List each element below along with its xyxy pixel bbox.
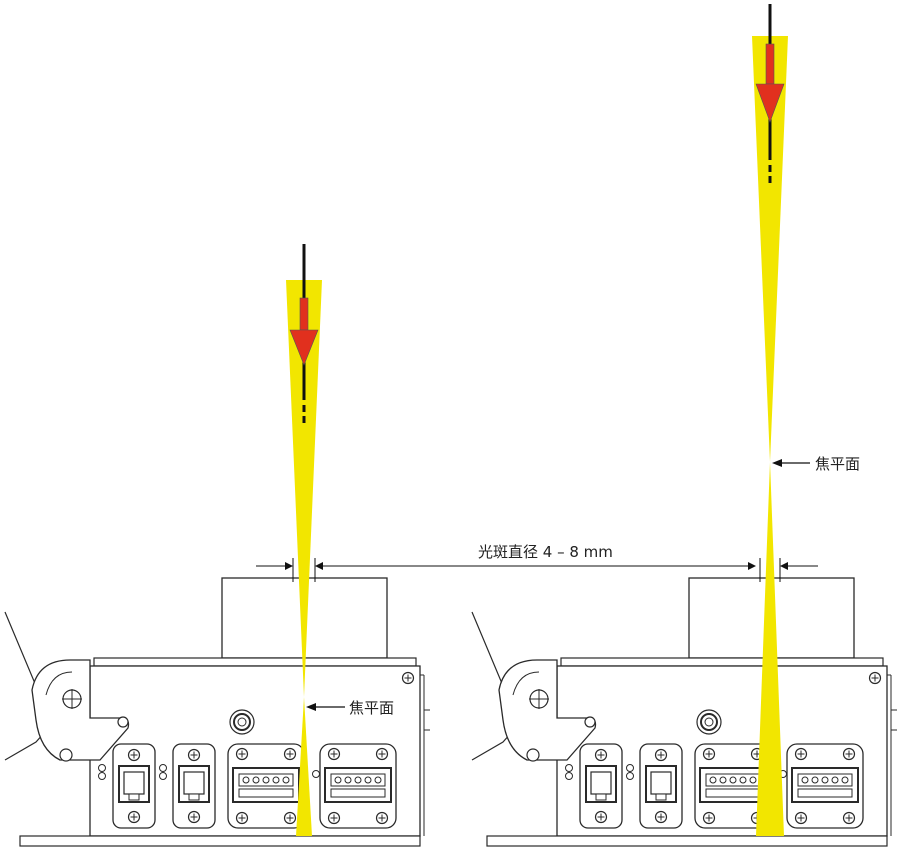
spot-diameter-label: 光斑直径 4 – 8 mm xyxy=(478,543,613,561)
focal-plane-pointer-right xyxy=(772,459,810,467)
beam-right xyxy=(752,36,788,836)
beam-left xyxy=(286,280,322,836)
focal-plane-label-left: 焦平面 xyxy=(349,699,394,717)
device-right xyxy=(472,578,897,846)
laser-direction-arrow-left xyxy=(289,244,319,423)
laser-direction-arrow-right xyxy=(755,4,785,183)
focal-plane-pointer-left xyxy=(306,703,345,711)
spot-label-bg xyxy=(472,540,634,562)
focal-plane-label-right: 焦平面 xyxy=(815,455,860,473)
dimension-arrows xyxy=(256,558,818,582)
